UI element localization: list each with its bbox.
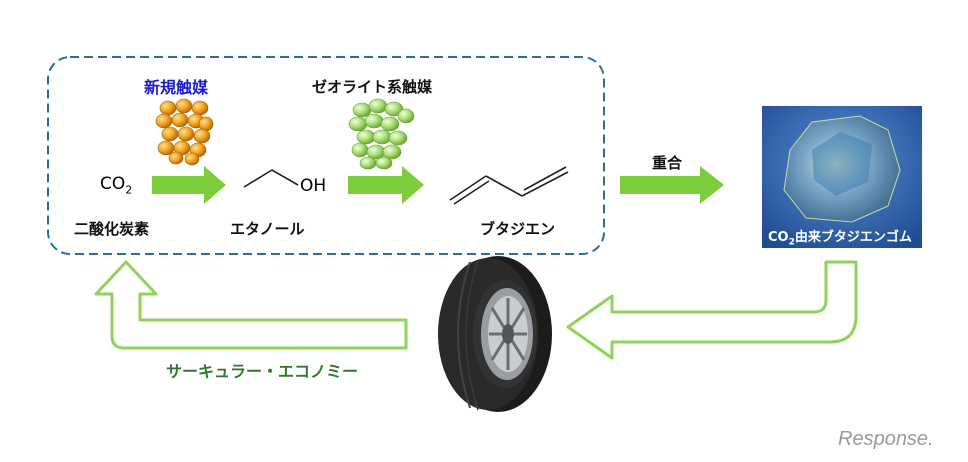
rubber-caption-prefix: CO <box>768 230 789 245</box>
rubber-caption-sub: 2 <box>788 237 795 248</box>
arrow-rubber-to-tire <box>566 260 858 360</box>
zeolite-catalyst-label: ゼオライト系触媒 <box>312 78 433 96</box>
ethanol-name: エタノール <box>230 220 305 238</box>
arrow-co2-to-ethanol <box>152 166 226 204</box>
watermark-text: Response. <box>838 428 934 450</box>
arrow-tire-to-process <box>94 260 408 350</box>
circular-economy-label: サーキュラー・エコノミー <box>166 362 359 381</box>
tire-image <box>438 256 552 412</box>
new-catalyst-beads <box>155 98 214 166</box>
butadiene-name: ブタジエン <box>480 220 556 238</box>
zeolite-catalyst-beads <box>348 98 415 170</box>
butadiene-structure <box>449 166 569 205</box>
co2-subscript: 2 <box>125 183 133 197</box>
co2-name: 二酸化炭素 <box>74 220 150 238</box>
process-boundary-box <box>47 56 605 255</box>
co2-formula: CO2 <box>100 174 132 196</box>
ethanol-structure <box>243 169 299 188</box>
co2-main: CO <box>100 174 126 194</box>
rubber-caption-suffix: 由来ブタジエンゴム <box>794 230 912 245</box>
response-watermark: Response. <box>838 428 934 451</box>
arrow-polymerization <box>620 166 724 204</box>
rubber-photo <box>762 106 922 248</box>
rubber-caption: CO2由来ブタジエンゴム <box>768 226 912 248</box>
ethanol-oh-label: OH <box>300 176 327 196</box>
arrow-ethanol-to-butadiene <box>348 166 424 204</box>
polymerization-label: 重合 <box>652 154 683 172</box>
new-catalyst-label: 新規触媒 <box>144 78 209 97</box>
